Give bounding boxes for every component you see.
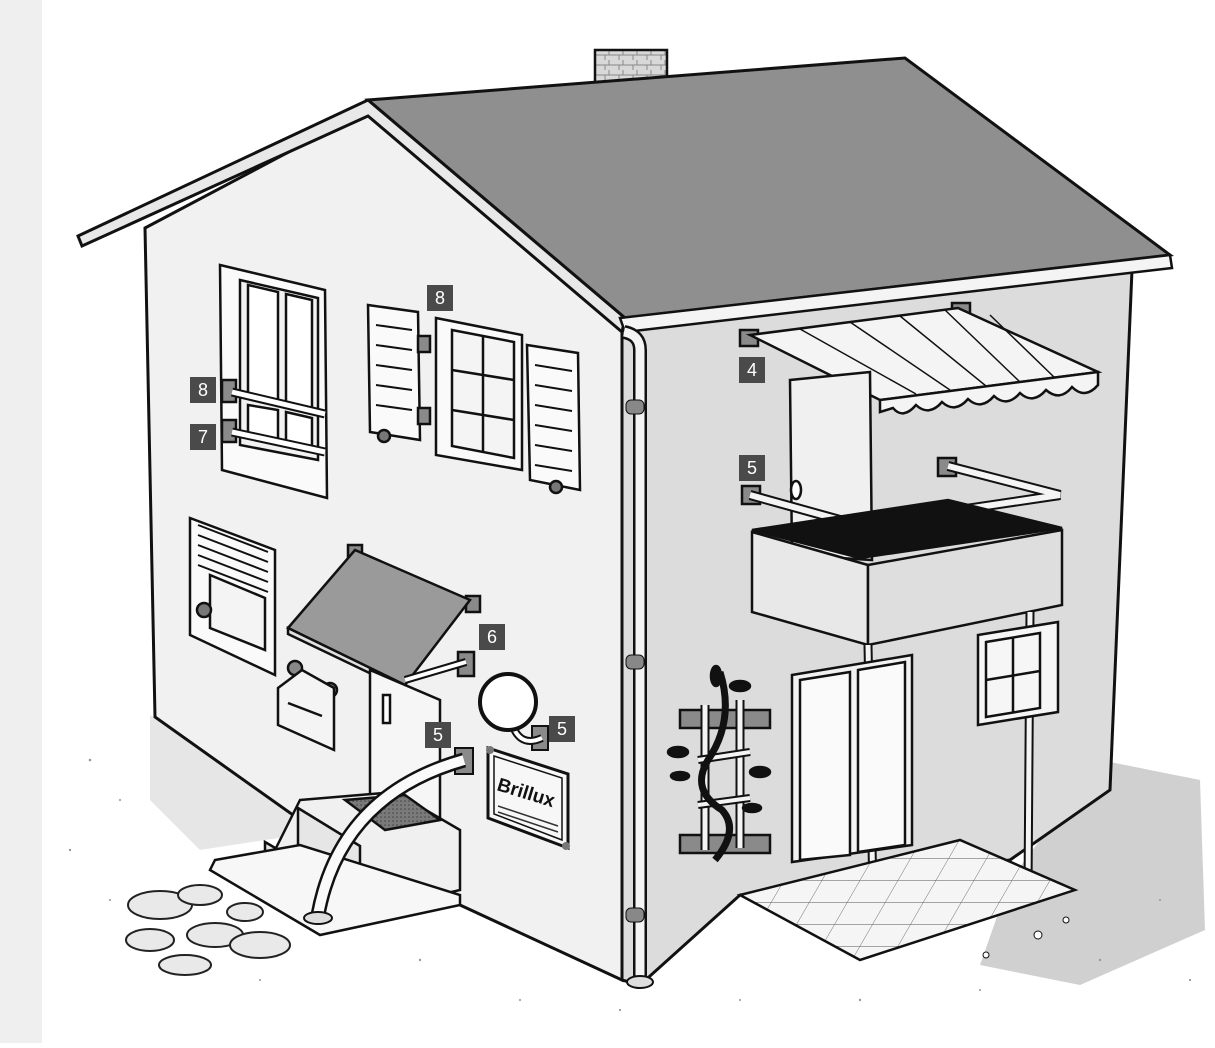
callout-shutter-anchor: 8 — [427, 285, 453, 311]
callout-canopy-strut-anchor: 6 — [479, 624, 505, 650]
window-upper-left — [220, 265, 327, 498]
left-margin-strip — [0, 0, 42, 1043]
callout-window-rail-upper: 8 — [190, 377, 216, 403]
callout-balcony-rail-anchor: 5 — [739, 455, 765, 481]
callout-handrail-anchor: 5 — [425, 722, 451, 748]
window-lower-right — [978, 622, 1058, 725]
callout-window-rail-lower: 7 — [190, 424, 216, 450]
callout-awning-anchor: 4 — [739, 357, 765, 383]
patio-door — [792, 655, 912, 862]
callout-lamp-anchor: 5 — [549, 716, 575, 742]
